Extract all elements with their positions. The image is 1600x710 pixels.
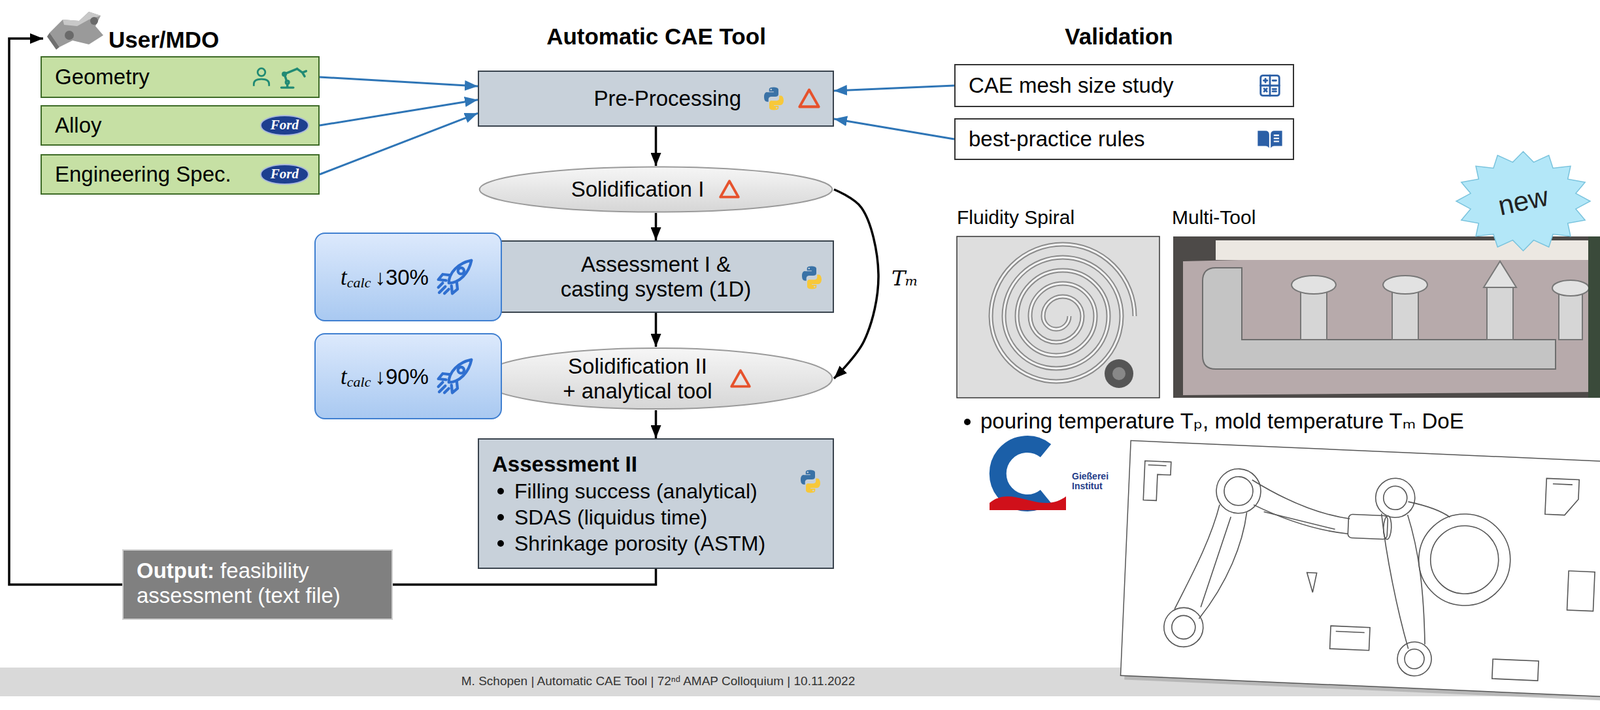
connector <box>833 85 955 91</box>
fluidity-spiral-photo <box>956 236 1160 399</box>
connector <box>654 213 658 241</box>
process-box: Assessment IIFilling success (analytical… <box>477 438 834 570</box>
node-text: CAE mesh size study <box>968 73 1174 99</box>
part-icon <box>43 6 109 53</box>
column-heading: Automatic CAE Tool <box>460 23 853 50</box>
solver-icon <box>718 178 741 201</box>
input-box: Alloy Ford <box>40 105 320 146</box>
speedup-text: ↓90% <box>374 366 429 388</box>
logo-text: Gießerei Institut <box>1071 471 1113 493</box>
bullet-dot <box>964 418 971 426</box>
process-ellipse: Solidification II + analytical tool <box>477 347 834 411</box>
rocket-icon <box>433 355 476 398</box>
node-text: Filling success (analytical) <box>492 478 758 505</box>
speedup-text: calc <box>347 375 372 390</box>
connector <box>833 118 955 140</box>
python-icon <box>798 264 825 291</box>
solver-icon <box>797 86 821 111</box>
multi-tool-photo <box>1173 236 1600 399</box>
connector <box>319 113 478 175</box>
node-text: Output: <box>136 558 215 584</box>
footer-text: M. Schopen | Automatic CAE Tool | 72ⁿᵈ A… <box>200 674 1116 690</box>
speedup-text: calc <box>347 275 372 291</box>
speedup-text: t <box>340 266 348 289</box>
output-box: Output:feasibility assessment (text file… <box>122 549 393 621</box>
book-icon <box>1256 126 1284 152</box>
calculator-icon <box>1257 73 1283 99</box>
node-text: Engineering Spec. <box>54 162 232 187</box>
speedup-badge: tcalc↓30% <box>314 232 502 322</box>
speedup-text: t <box>340 365 348 389</box>
input-box: Geometry <box>40 56 320 99</box>
connector <box>833 189 879 380</box>
speedup-text: ↓30% <box>374 266 429 289</box>
robot-icon <box>279 64 310 90</box>
connector <box>654 410 658 439</box>
node-text: Alloy <box>54 113 102 138</box>
heading-node: User/MDO <box>43 3 253 55</box>
connector <box>319 77 478 87</box>
node-text: best-practice rules <box>968 126 1146 152</box>
node-text: Assessment II <box>492 450 638 478</box>
bullet-note: pouring temperature Tₚ, mold temperature… <box>980 409 1465 434</box>
connector <box>654 126 658 167</box>
cad-drawing-card <box>1120 441 1600 703</box>
node-text: Shrinkage porosity (ASTM) <box>492 530 766 557</box>
node-text: Assessment I & casting system (1D) <box>551 252 761 302</box>
photo-caption: Fluidity Spiral <box>956 206 1075 230</box>
photo-caption: Multi-Tool <box>1171 206 1256 230</box>
speedup-badge: tcalc↓90% <box>314 333 502 420</box>
process-box: Pre-Processing <box>477 70 834 127</box>
node-text: Pre-Processing <box>593 86 742 112</box>
python-icon <box>797 468 824 495</box>
node-text: Solidification I <box>571 177 705 202</box>
user-icon <box>250 66 273 89</box>
python-icon <box>760 85 787 112</box>
node-text: SDAS (liquidus time) <box>492 504 708 531</box>
validation-box: CAE mesh size study <box>954 64 1295 108</box>
node-text: Solidification II + analytical tool <box>560 354 716 404</box>
connector <box>392 569 657 585</box>
brand-logo: Ford <box>260 164 310 185</box>
input-box: Engineering Spec. Ford <box>40 154 320 195</box>
validation-box: best-practice rules <box>954 118 1295 161</box>
connector <box>654 313 658 348</box>
process-box: Assessment I & casting system (1D) <box>477 240 834 314</box>
node-text: User/MDO <box>108 27 219 53</box>
node-text: Geometry <box>54 64 150 90</box>
rocket-icon <box>433 256 476 299</box>
column-heading: Validation <box>988 23 1250 50</box>
brand-logo: Ford <box>260 115 310 136</box>
institute-logo <box>989 444 1067 511</box>
process-ellipse: Solidification I <box>477 166 834 214</box>
solver-icon <box>729 367 752 391</box>
edge-label: Tₘ <box>890 267 920 291</box>
new-badge: new <box>1456 151 1591 251</box>
